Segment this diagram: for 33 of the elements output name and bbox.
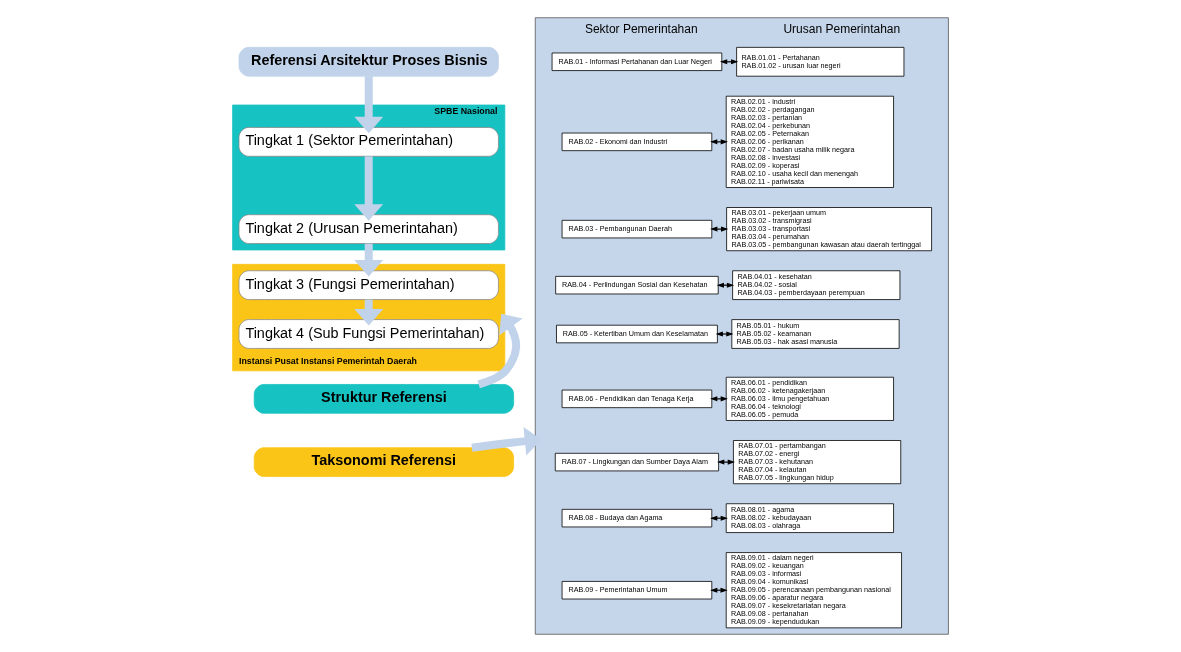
arrow <box>715 331 734 337</box>
arrow <box>477 313 523 389</box>
node-box: RAB.05 - Ketertiban Umum dan Keselamatan <box>556 324 718 344</box>
node-box: RAB.07.01 - pertambangan RAB.07.02 - energi RAB.07.03 - kehutanan RAB.07.04 - kelautan RAB.07.05 - lingkungan hidup <box>733 440 902 485</box>
node-box: Struktur Referensi <box>253 384 515 414</box>
node-box: Tingkat 1 (Sektor Pemerintahan) <box>238 127 499 157</box>
node-box: Taksonomi Referensi <box>253 447 515 477</box>
node-box: RAB.04 - Perlindungan Sosial dan Kesehatan <box>555 275 719 295</box>
node-box: RAB.09 - Pemerintahan Umum <box>561 581 713 600</box>
node-box: RAB.02.01 - industri RAB.02.02 - perdagangan RAB.02.03 - pertanian RAB.02.04 - perkebunan RAB.02.05 - Peternakan RAB.02.06 - perikanan RAB.02.07 - badan usaha milik negara RAB.02.08 - investasi RAB.02.09 - koperasi RAB.02.10 - usaha kecil dan menengah RAB.02.11 - pariwisata <box>725 95 894 188</box>
node-box: RAB.08 - Budaya dan Agama <box>561 508 713 528</box>
arrow <box>710 226 729 232</box>
node-box: Referensi Arsitektur Proses Bisnis <box>238 46 499 77</box>
node-box: RAB.01 - Informasi Pertahanan dan Luar Negeri <box>551 52 723 71</box>
node-box: RAB.09.01 - dalam negeri RAB.09.02 - keuangan RAB.09.03 - informasi RAB.09.04 - komunikasi RAB.09.05 - perencanaan pembangunan nasional RAB.09.06 - aparatur negara RAB.09.07 - kesekretariatan negara RAB.09.08 - pertanahan RAB.09.09 - kependudukan <box>725 552 902 629</box>
node-box: RAB.02 - Ekonomi dan Industri <box>561 132 713 152</box>
node-box: RAB.07 - Lingkungan dan Sumber Daya Alam <box>554 452 719 472</box>
node-box: RAB.05.01 - hukum RAB.05.02 - keamanan RAB.05.03 - hak asasi manusia <box>731 319 900 349</box>
node-box: RAB.04.01 - kesehatan RAB.04.02 - sosial RAB.04.03 - pemberdayaan perempuan <box>732 270 901 300</box>
node-box: RAB.08.01 - agama RAB.08.02 - kebudayaan RAB.08.03 - olahraga <box>725 503 894 533</box>
node-box: Tingkat 4 (Sub Fungsi Pemerintahan) <box>238 319 499 349</box>
node-box: RAB.03.01 - pekerjaan umum RAB.03.02 - transmigrasi RAB.03.03 - transportasi RAB.03.04 - perumahan RAB.03.05 - pembangunan kawasan atau daerah tertinggal <box>726 207 932 252</box>
node-box: Tingkat 2 (Urusan Pemerintahan) <box>238 214 499 244</box>
arrow <box>354 156 384 221</box>
arrow <box>354 76 384 134</box>
arrow <box>717 459 735 465</box>
node-box: RAB.03 - Pembangunan Daerah <box>561 219 713 239</box>
node-box: RAB.01.01 - Pertahanan RAB.01.02 - urusan luar negeri <box>736 46 905 77</box>
node-box: RAB.06.01 - pendidikan RAB.06.02 - ketenagakerjaan RAB.06.03 - ilmu pengetahuan RAB.06.04 - teknologi RAB.06.05 - pemuda <box>725 376 894 421</box>
arrow <box>710 396 728 402</box>
node-box: RAB.06 - Pendidikan dan Tenaga Kerja <box>561 389 713 409</box>
node-box: Tingkat 3 (Fungsi Pemerintahan) <box>238 270 499 300</box>
arrow <box>354 243 384 277</box>
